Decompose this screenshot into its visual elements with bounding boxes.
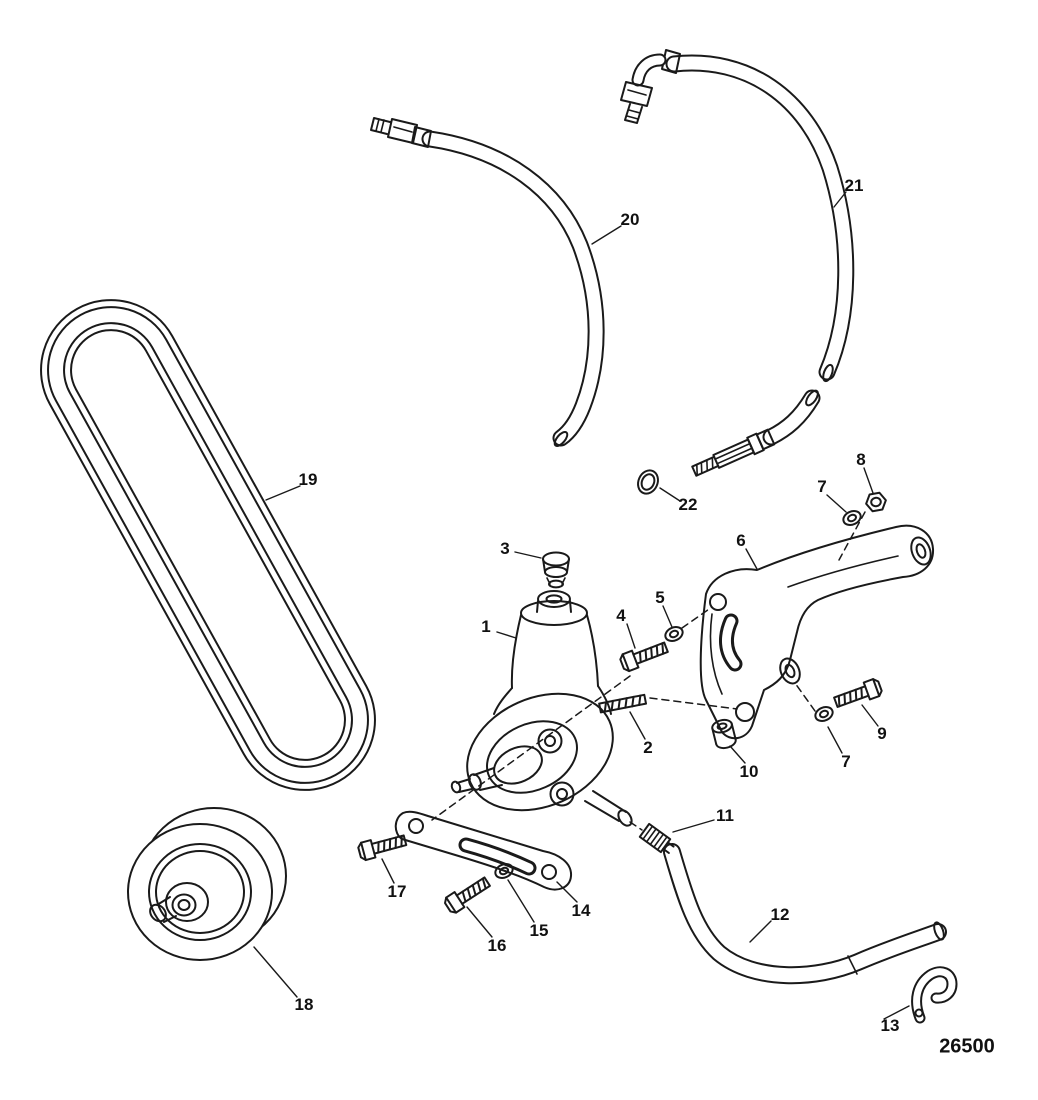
callout-label-7: 7 [817, 477, 827, 496]
callout-leader-20 [591, 225, 622, 245]
callout-leader-7 [827, 726, 843, 754]
callout-leader-13 [883, 1005, 910, 1020]
callout-label-1: 1 [481, 617, 491, 636]
callout-label-22: 22 [678, 495, 698, 514]
callout-label-4: 4 [616, 606, 626, 625]
return-hose-21 [620, 49, 855, 477]
o-ring [637, 469, 659, 495]
bolt-4 [617, 637, 671, 674]
pulley [127, 807, 287, 961]
callout-leader-6 [745, 548, 758, 570]
callout-label-11: 11 [716, 806, 734, 825]
callout-label-10: 10 [739, 762, 759, 781]
hose-20-fitting [370, 117, 432, 148]
callout-leader-9 [861, 704, 879, 727]
hose-fitting-11 [638, 822, 675, 854]
callout-label-18: 18 [294, 995, 314, 1014]
callout-leader-21 [833, 191, 847, 208]
callout-label-6: 6 [736, 531, 746, 550]
callout-label-2: 2 [643, 738, 653, 757]
callout-label-19: 19 [298, 470, 318, 489]
callout-leader-4 [626, 623, 636, 649]
callout-label-13: 13 [880, 1016, 900, 1035]
callout-label-14: 14 [571, 901, 591, 920]
nut-8 [863, 490, 889, 514]
spacer-10 [711, 718, 737, 750]
callout-leader-18 [253, 946, 298, 998]
retainer-clip [911, 966, 958, 1024]
callout-label-8: 8 [856, 450, 866, 469]
callout-label-12: 12 [770, 905, 790, 924]
callout-leader-15 [507, 879, 535, 923]
callout-label-15: 15 [529, 921, 549, 940]
callout-leader-2 [629, 711, 646, 740]
pressure-hose-20 [370, 117, 605, 448]
assembly-center-lines [431, 511, 866, 831]
callout-label-16: 16 [487, 936, 507, 955]
mounting-bracket [699, 524, 935, 740]
callout-leader-10 [729, 745, 746, 764]
bolt-9 [831, 676, 885, 712]
callout-leader-16 [466, 906, 493, 938]
callout-label-7: 7 [841, 752, 851, 771]
bolt-16 [441, 873, 494, 916]
callout-label-21: 21 [844, 176, 864, 195]
callout-leader-14 [556, 881, 578, 903]
callout-leader-1 [496, 631, 517, 639]
callout-leader-8 [863, 467, 874, 494]
hose-21-union-fitting [691, 428, 776, 477]
callout-leader-11 [672, 819, 715, 833]
callout-leader-7 [826, 494, 847, 513]
drive-belt [40, 299, 376, 791]
callout-leader-lines [253, 191, 910, 1020]
bolt-17 [356, 830, 409, 863]
callout-leader-12 [749, 920, 772, 943]
filler-cap [542, 551, 570, 589]
stud-2 [598, 693, 648, 714]
callout-leader-5 [662, 605, 673, 628]
washer-5 [662, 623, 686, 645]
callout-label-3: 3 [500, 539, 510, 558]
outlet-hose-12 [663, 843, 947, 985]
drawing-number: 26500 [939, 1035, 995, 1058]
callout-label-17: 17 [387, 882, 407, 901]
callout-label-9: 9 [877, 724, 887, 743]
callout-leader-19 [265, 485, 301, 501]
callout-leader-3 [514, 551, 542, 559]
callout-label-5: 5 [655, 588, 665, 607]
callout-leader-17 [381, 858, 395, 884]
washer-7-lower [812, 703, 836, 725]
callout-label-20: 20 [620, 210, 640, 229]
callout-leader-22 [659, 487, 681, 502]
hose-21-elbow-fitting [620, 49, 681, 124]
